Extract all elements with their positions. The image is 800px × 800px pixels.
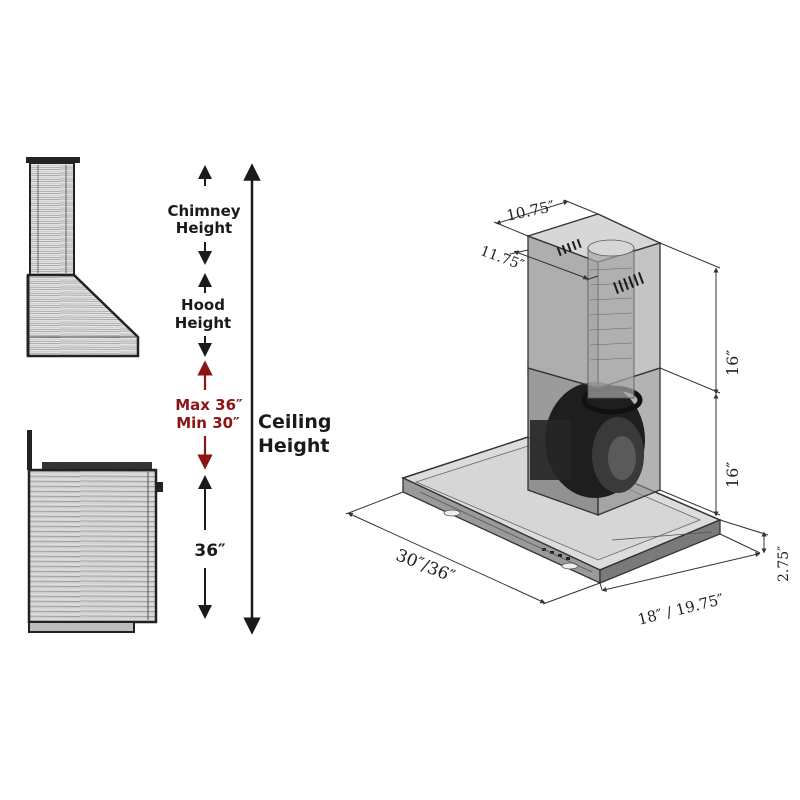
side-view-hood (26, 157, 140, 358)
chimney-depth-label: 11.75″ (478, 243, 526, 274)
upper-height-label: 16″ (723, 350, 742, 376)
hood-height-label-1: Hood (181, 296, 225, 314)
max-clearance-label: Max 36″ (175, 396, 243, 414)
hood-width-label: 30″/36″ (393, 545, 458, 587)
chimney-height-label-1: Chimney (167, 202, 240, 220)
side-view-range (27, 430, 163, 633)
lower-height-label: 16″ (723, 462, 742, 488)
clearance-dimensions: Chimney Height Hood Height Max 36″ Min 3… (167, 163, 332, 635)
hood-depth-label: 18″ / 19.75″ (636, 590, 726, 629)
hood-thickness-label: 2.75″ (776, 546, 792, 582)
chimney-width-label: 10.75″ (505, 197, 557, 225)
ceiling-height-label-1: Ceiling (258, 411, 332, 433)
isometric-hood (400, 213, 722, 585)
min-clearance-label: Min 30″ (176, 414, 240, 432)
blower-motor (530, 382, 645, 498)
hood-dimension-lines (345, 199, 769, 605)
chimney-height-label-2: Height (176, 219, 232, 237)
inner-duct (587, 239, 635, 399)
ceiling-height-label-2: Height (258, 435, 330, 457)
hood-height-label-2: Height (175, 314, 231, 332)
counter-height-label: 36″ (194, 541, 226, 561)
